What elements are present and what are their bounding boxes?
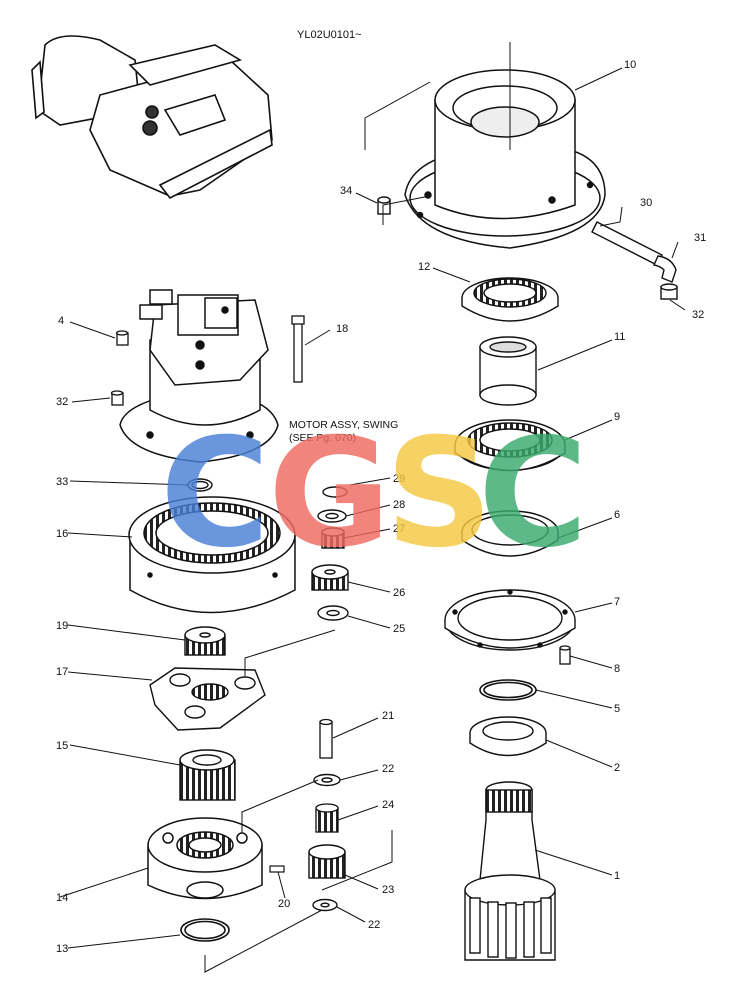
leader-lines [59,42,686,973]
label-28: 28 [393,499,405,511]
part-15-planet-gear [179,749,236,801]
watermark-letter-c1: C [160,407,270,581]
part-23-planet-gear [308,844,346,879]
part-25-washer [317,605,349,621]
label-23: 23 [382,884,394,896]
label-5: 5 [614,703,620,715]
watermark: C G S C [160,407,588,581]
part-11-sleeve [479,336,537,406]
part-16-ring-gear [128,496,296,614]
label-20: 20 [278,898,290,910]
part-1-pinion-shaft [464,781,556,961]
part-2-seal [469,716,547,757]
part-32-plug [110,390,124,406]
label-17: 17 [56,666,68,678]
label-21: 21 [382,710,394,722]
label-7: 7 [614,596,620,608]
label-15: 15 [56,740,68,752]
label-22-top: 22 [382,763,394,775]
label-1: 1 [614,870,620,882]
label-34: 34 [340,185,352,197]
label-9: 9 [614,411,620,423]
label-19: 19 [56,620,68,632]
part-8-bolt [559,645,571,665]
label-14: 14 [56,892,68,904]
label-32-top: 32 [692,309,704,321]
part-27-bearing [321,527,345,549]
part-10-swing-housing [404,69,606,249]
label-13: 13 [56,943,68,955]
label-33: 33 [56,476,68,488]
label-29: 29 [393,473,405,485]
label-31: 31 [694,232,706,244]
watermark-letter-g: G [268,407,391,581]
label-2: 2 [614,762,620,774]
label-25: 25 [393,623,405,635]
label-16: 16 [56,528,68,540]
label-18: 18 [336,323,348,335]
part-22-washer-bottom [312,898,338,912]
part-13-snap-ring [180,918,230,942]
serial-number: YL02U0101~ [297,29,362,41]
label-32: 32 [56,396,68,408]
part-18-bolt [291,315,305,383]
label-4: 4 [58,315,64,327]
part-4-plug [115,330,129,346]
part-6-seal [461,510,559,557]
part-31-elbow [652,255,677,283]
part-17-carrier [149,667,266,731]
motor-note-line1: MOTOR ASSY, SWING [289,419,398,431]
part-9-bearing [454,419,566,472]
label-27: 27 [393,523,405,535]
motor-note-line2: (SEE Pg. 070) [289,432,356,444]
label-26: 26 [393,587,405,599]
part-7-ring [444,589,576,651]
part-30-pipe [591,221,663,266]
label-12: 12 [418,261,430,273]
label-10: 10 [624,59,636,71]
watermark-letter-s: S [385,407,493,581]
part-32-cap-top [660,283,678,300]
label-8: 8 [614,663,620,675]
label-22-bottom: 22 [368,919,380,931]
watermark-letter-c2: C [478,407,588,581]
part-21-pin [319,718,333,759]
part-19-sun-gear [184,626,226,656]
part-20-pin [269,865,285,873]
part-number-labels: 10 34 30 31 32 12 11 9 6 7 8 5 2 1 4 18 … [56,59,706,955]
part-24-needle-bearing [315,803,339,833]
excavator-thumbnail [31,35,273,200]
part-34-plug [377,196,391,215]
label-6: 6 [614,509,620,521]
part-26-gear [311,564,349,591]
swing-motor-assembly [119,289,279,463]
label-11: 11 [614,331,625,343]
part-29-ring [322,486,348,498]
label-30: 30 [640,197,652,209]
part-14-carrier [147,817,263,900]
part-5-o-ring [479,679,537,701]
part-12-bearing [461,277,559,322]
label-24: 24 [382,799,394,811]
